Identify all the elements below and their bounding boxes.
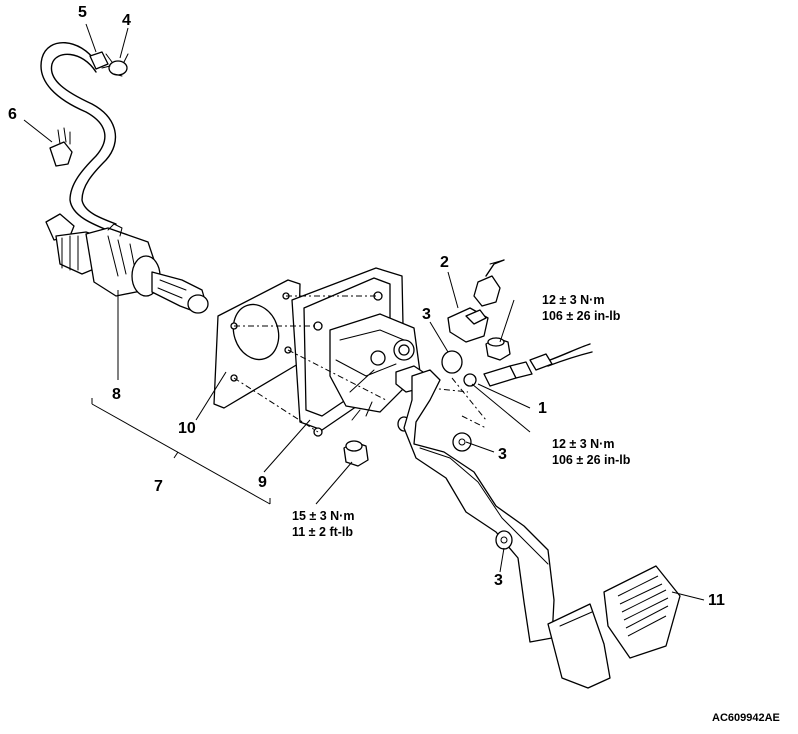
clutch-interlock-switch [483, 343, 593, 387]
gasket [213, 279, 301, 409]
callout-7: 7 [154, 478, 163, 495]
hose-fitting [49, 127, 73, 167]
torque-switch-1-nm: 12 ± 3 N·m [552, 437, 615, 451]
washer [463, 373, 477, 387]
clutch-master-cylinder [45, 213, 209, 314]
torque-switch-nut: 12 ± 3 N·m 106 ± 26 in-lb [542, 292, 620, 324]
callout-1: 1 [538, 400, 547, 417]
callout-3-bottom: 3 [494, 572, 503, 589]
callout-10: 10 [178, 420, 196, 437]
callout-2: 2 [440, 254, 449, 271]
callout-11: 11 [708, 592, 725, 609]
torque-bracket: 15 ± 3 N·m 11 ± 2 ft-lb [292, 508, 354, 540]
bracket-nut [343, 440, 369, 467]
hose-clamp [101, 53, 129, 77]
pedal-bracket [291, 267, 427, 437]
clutch-pedal-switch [447, 259, 505, 343]
callout-3-top: 3 [422, 306, 431, 323]
torque-bracket-ftlb: 11 ± 2 ft-lb [292, 525, 354, 539]
callout-5: 5 [78, 4, 87, 21]
torque-bracket-nm: 15 ± 3 N·m [292, 509, 355, 523]
torque-switch-nut-nm: 12 ± 3 N·m [542, 293, 605, 307]
torque-switch-1: 12 ± 3 N·m 106 ± 26 in-lb [552, 436, 630, 468]
pedal-pad [603, 565, 681, 659]
bushing-3 [441, 350, 513, 550]
torque-switch-1-inlb: 106 ± 26 in-lb [552, 453, 631, 467]
callout-6: 6 [8, 106, 17, 123]
clutch-pedal-arm [403, 369, 611, 689]
callout-8: 8 [112, 386, 121, 403]
callout-9: 9 [258, 474, 267, 491]
switch-nut [485, 337, 511, 361]
clutch-hose [40, 42, 117, 233]
callout-3-mid: 3 [498, 446, 507, 463]
leader-lines [23, 23, 705, 601]
figure-code: AC609942AE [712, 712, 780, 724]
alignment-lines [233, 295, 487, 433]
callout-4: 4 [122, 12, 131, 29]
torque-switch-nut-inlb: 106 ± 26 in-lb [542, 309, 621, 323]
